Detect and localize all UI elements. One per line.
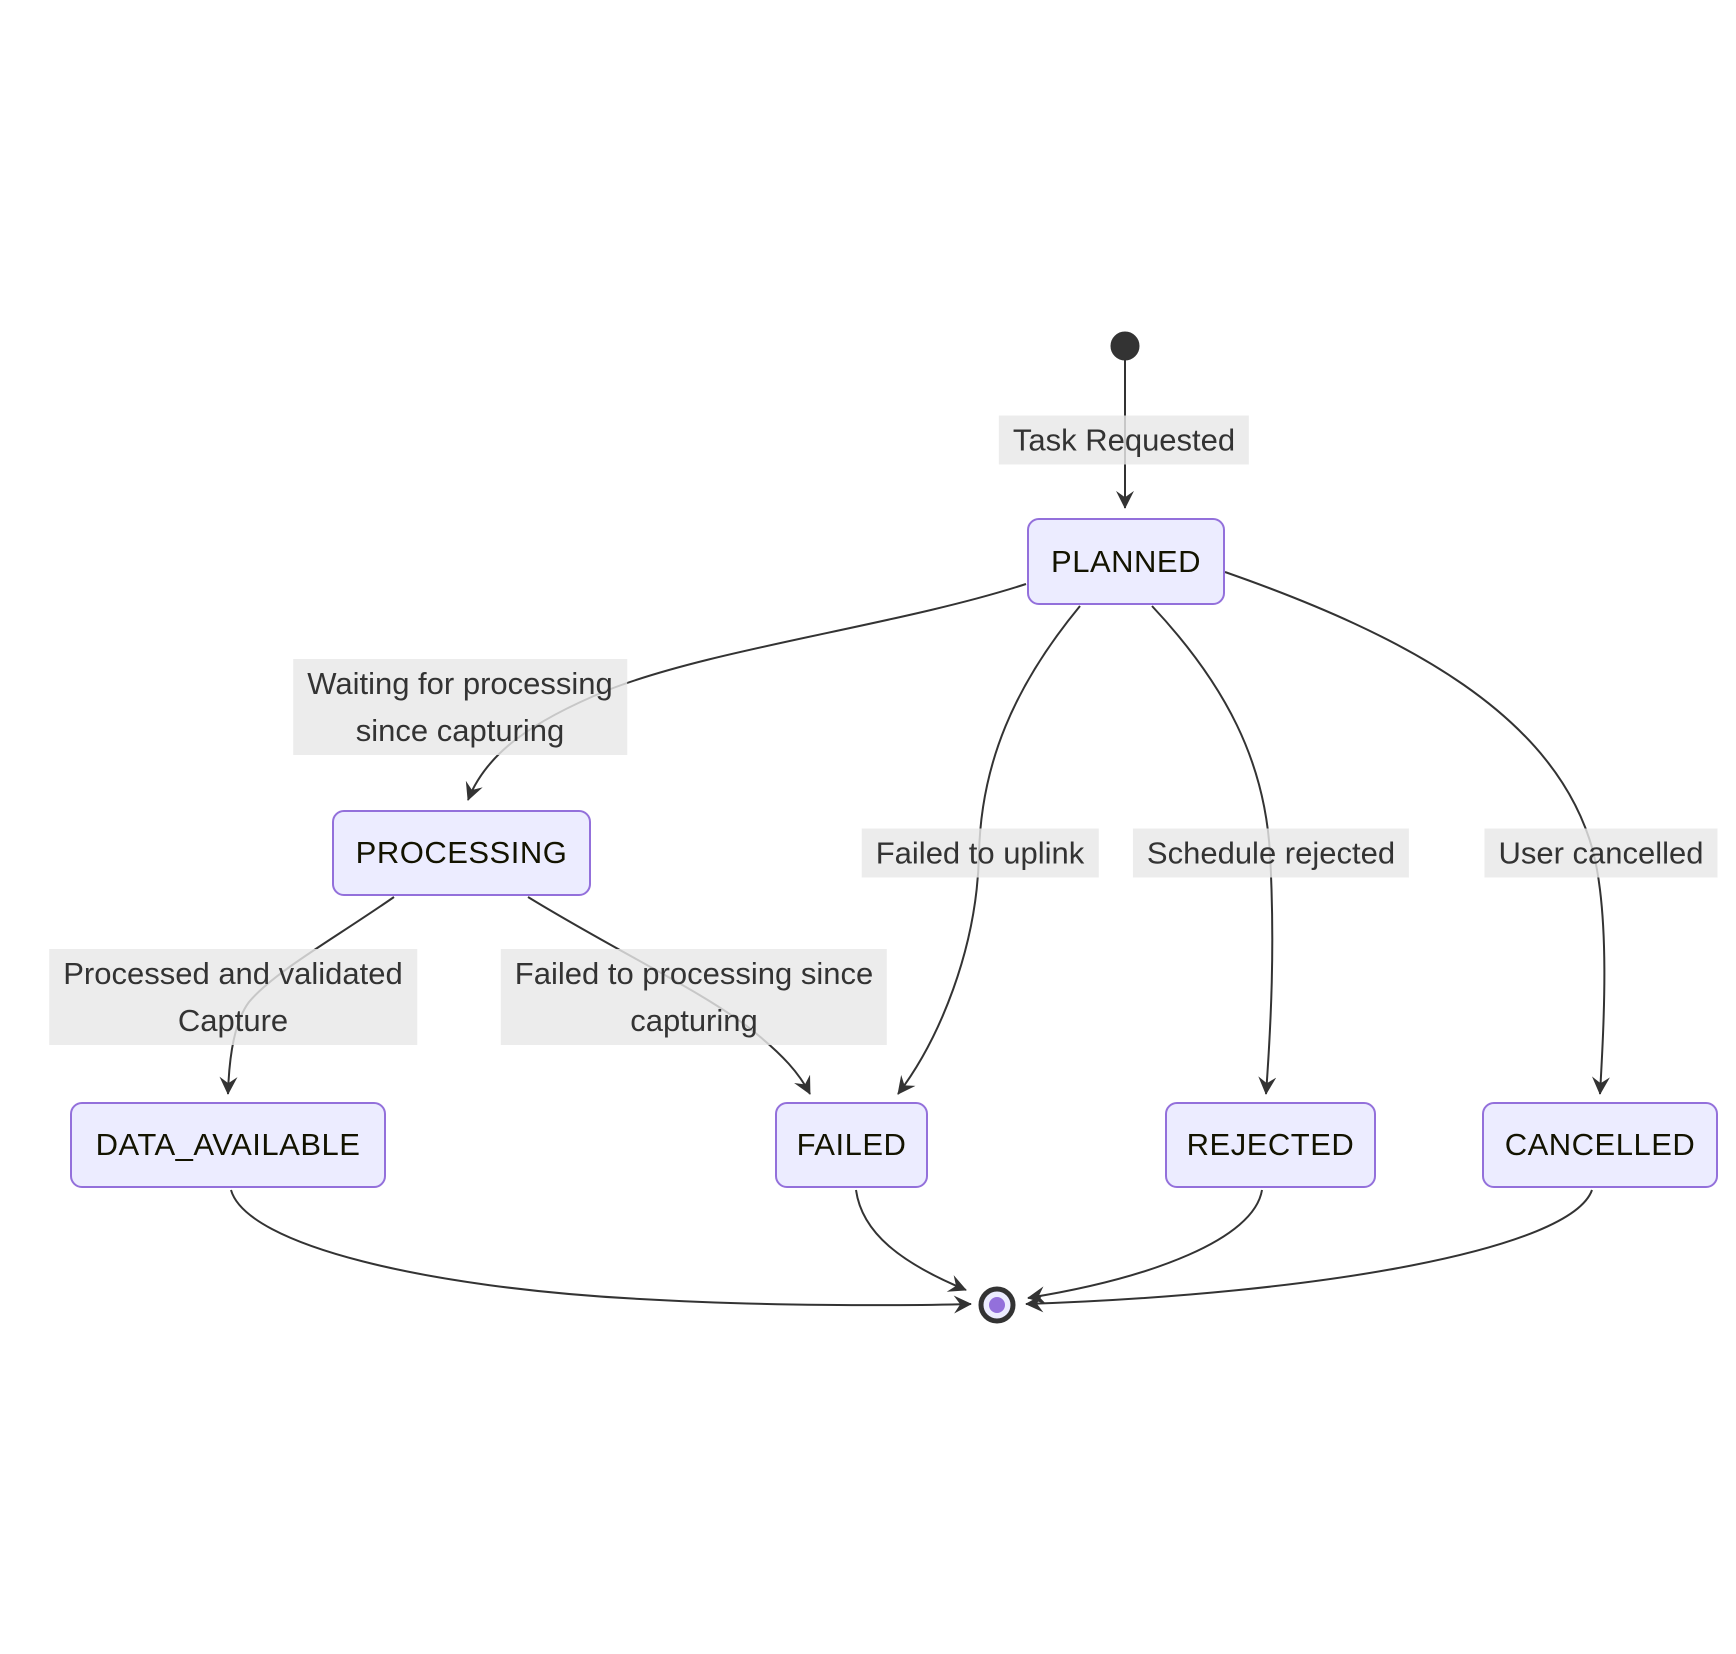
state-failed-label: FAILED [796, 1127, 907, 1162]
edge-label-failed-to-uplink: Failed to uplink [861, 828, 1099, 878]
state-rejected: REJECTED [1165, 1102, 1376, 1188]
edge-planned-to-cancelled [1224, 571, 1610, 1095]
edge-data-available-to-end [230, 1189, 972, 1314]
state-cancelled-label: CANCELLED [1504, 1127, 1696, 1162]
state-planned-label: PLANNED [1051, 543, 1201, 579]
edge-label-task-requested: Task Requested [998, 415, 1250, 465]
state-planned: PLANNED [1027, 518, 1225, 605]
initial-state-node [1110, 331, 1140, 361]
edge-rejected-to-end [1027, 1189, 1263, 1305]
final-state-node-dot [989, 1297, 1005, 1313]
state-data-available-label: DATA_AVAILABLE [95, 1127, 361, 1162]
state-data-available: DATA_AVAILABLE [70, 1102, 386, 1188]
state-processing-label: PROCESSING [355, 835, 568, 870]
edge-cancelled-to-end [1025, 1189, 1593, 1313]
state-rejected-label: REJECTED [1186, 1127, 1355, 1162]
edge-failed-to-end [855, 1189, 967, 1292]
edge-label-failed-to-processing: Failed to processing since capturing [500, 949, 888, 1045]
state-processing: PROCESSING [332, 810, 591, 896]
edge-label-schedule-rejected: Schedule rejected [1132, 828, 1410, 878]
state-failed: FAILED [775, 1102, 928, 1188]
state-cancelled: CANCELLED [1482, 1102, 1718, 1188]
edge-label-processed-and-validated: Processed and validated Capture [49, 949, 417, 1045]
edge-label-user-cancelled: User cancelled [1484, 828, 1718, 878]
edge-label-waiting-for-processing: Waiting for processing since capturing [293, 659, 627, 755]
